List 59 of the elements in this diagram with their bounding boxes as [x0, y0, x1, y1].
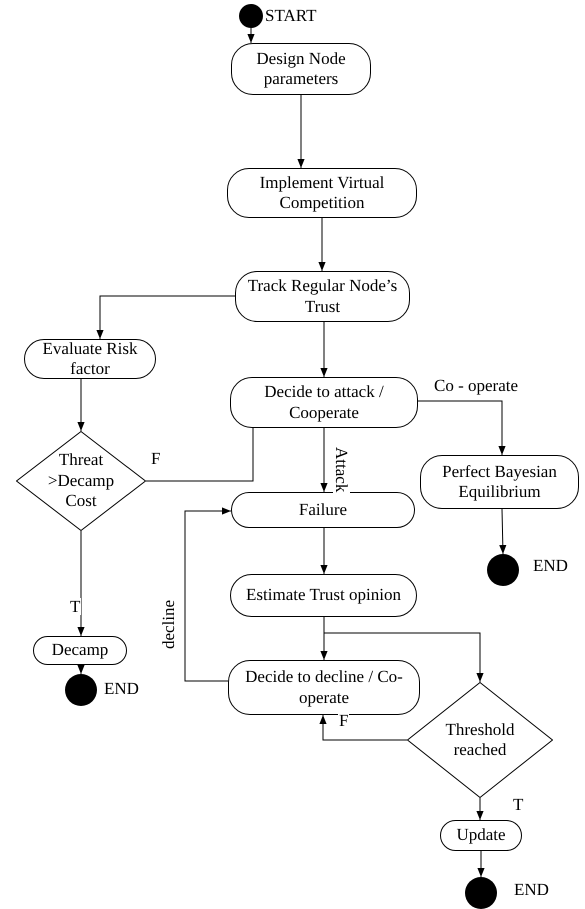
- edge-label: decline: [160, 598, 177, 650]
- edge-label: T: [512, 796, 524, 813]
- node-text: Track Regular Node’s Trust: [246, 276, 398, 317]
- node-text: Implement Virtual Competition: [258, 172, 386, 214]
- edge-label: Co - operate: [433, 377, 520, 394]
- node-text: Update: [455, 825, 507, 846]
- arrow: [320, 428, 328, 492]
- connector-line: [146, 428, 254, 482]
- node-text: Design Node parameters: [255, 48, 347, 90]
- arrow: [320, 322, 328, 378]
- arrow: [324, 616, 484, 682]
- node-text: Failure: [298, 500, 348, 520]
- node-text: Perfect Bayesian Equilibrium: [441, 462, 558, 502]
- process-box: [235, 271, 410, 322]
- arrow: [418, 400, 506, 456]
- arrow: [184, 507, 232, 682]
- arrow: [320, 528, 328, 574]
- process-box: [230, 377, 418, 428]
- arrow: [77, 664, 85, 674]
- arrow: [477, 850, 485, 878]
- node-text: Threshold reached: [444, 720, 516, 760]
- edge-label: F: [338, 712, 350, 729]
- node-text: Evaluate Risk factor: [42, 338, 138, 380]
- process-box: [24, 339, 156, 379]
- arrow: [247, 28, 255, 44]
- arrow: [77, 378, 85, 432]
- end-point-circle: [65, 674, 97, 706]
- process-box: [440, 820, 522, 851]
- node-text: Estimate Trust opinion: [245, 585, 402, 606]
- process-box: [420, 455, 579, 509]
- arrow: [319, 714, 408, 740]
- terminal-label: END: [533, 556, 568, 576]
- arrow: [476, 798, 484, 820]
- arrow: [77, 530, 85, 636]
- node-text: Decide to attack / Cooperate: [263, 382, 385, 423]
- edge-label: T: [69, 598, 82, 615]
- arrow: [297, 94, 305, 168]
- process-box: [230, 574, 417, 617]
- edge-label: Attack: [333, 446, 350, 494]
- node-text: Decide to decline / Co-operate: [244, 667, 404, 708]
- node-text: Threat >Decamp Cost: [46, 450, 116, 512]
- edge-label: F: [150, 450, 162, 467]
- process-box: [231, 43, 371, 95]
- terminal-label: END: [514, 880, 549, 900]
- terminal-label: END: [104, 679, 139, 699]
- arrow: [318, 218, 326, 272]
- process-box: [33, 636, 127, 665]
- end-point-circle: [239, 4, 263, 28]
- decision-diamond: [407, 682, 553, 798]
- decision-diamond: [16, 431, 146, 531]
- end-point-circle: [487, 554, 519, 586]
- process-box: [231, 492, 415, 528]
- terminal-label: START: [265, 6, 316, 26]
- process-box: [227, 168, 417, 218]
- process-box: [228, 660, 420, 715]
- arrow: [499, 508, 506, 554]
- arrow: [96, 296, 236, 340]
- end-point-circle: [465, 877, 497, 909]
- node-text: Decamp: [50, 640, 110, 661]
